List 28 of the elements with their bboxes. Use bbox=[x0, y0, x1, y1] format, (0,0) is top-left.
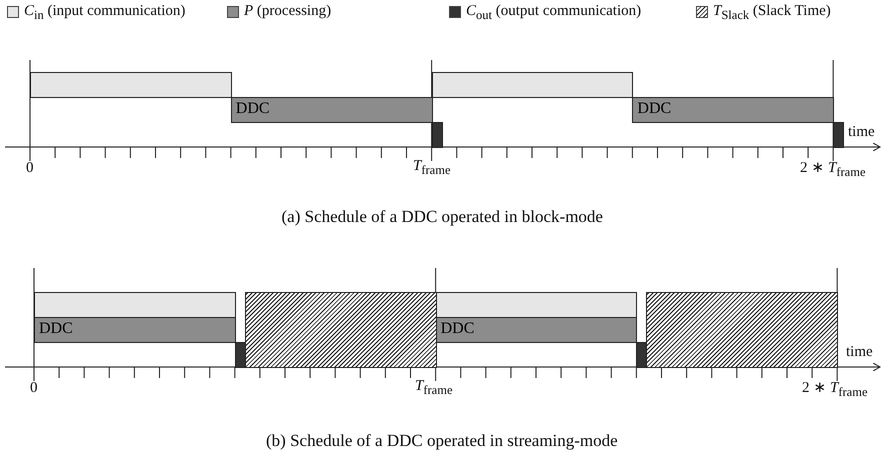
output-communication-bar bbox=[636, 342, 648, 368]
axis-label: time bbox=[848, 124, 875, 141]
tick-label: T$_{frame}$ bbox=[413, 158, 450, 178]
output-communication-bar bbox=[234, 342, 246, 368]
legend-label: C$_{out}$ (output communication) bbox=[466, 3, 642, 23]
processing-bar: DDC bbox=[632, 97, 834, 123]
input-communication-bar bbox=[432, 72, 634, 98]
figure-caption: (a) Schedule of a DDC operated in block-mode bbox=[282, 207, 603, 227]
slack-time-bar bbox=[646, 292, 838, 368]
legend-label: P (processing) bbox=[244, 3, 332, 20]
legend-label: C$_{in}$ (input communication) bbox=[24, 3, 186, 23]
input-communication-bar bbox=[30, 72, 232, 98]
tick-label: T$_{frame}$ bbox=[415, 378, 452, 398]
processing-bar: DDC bbox=[230, 97, 433, 123]
output-communication-bar bbox=[432, 122, 443, 148]
tick-label: 0 bbox=[26, 160, 34, 177]
tick-label: 2 ∗ T$_{frame}$ bbox=[802, 379, 868, 400]
processing-bar: DDC bbox=[34, 317, 236, 343]
processing-bar: DDC bbox=[436, 317, 638, 343]
figure-caption: (b) Schedule of a DDC operated in streaming-mode bbox=[266, 431, 618, 451]
input-communication-bar bbox=[34, 292, 236, 318]
tick-label: 2 ∗ T$_{frame}$ bbox=[800, 159, 866, 180]
axis-label: time bbox=[846, 344, 873, 361]
tick-label: 0 bbox=[30, 380, 38, 397]
input-communication-bar bbox=[436, 292, 638, 318]
output-communication-bar bbox=[833, 122, 844, 148]
legend-label: T$_{Slack}$ (Slack Time) bbox=[713, 3, 831, 23]
slack-time-bar bbox=[244, 292, 437, 368]
